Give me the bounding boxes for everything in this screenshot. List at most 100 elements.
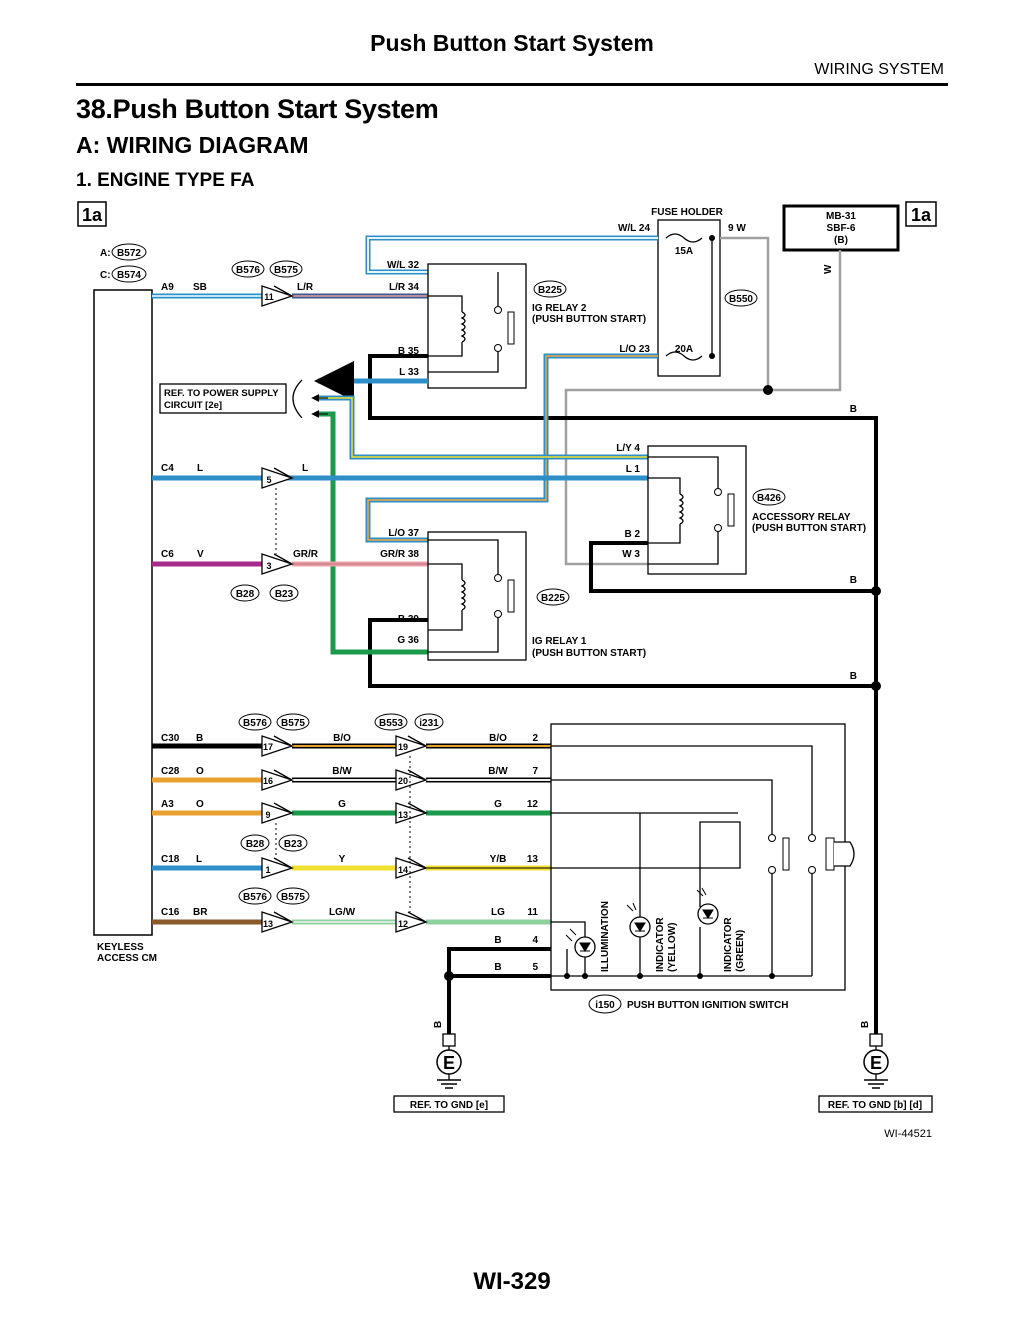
- svg-text:1a: 1a: [911, 205, 932, 225]
- svg-text:(YELLOW): (YELLOW): [667, 923, 678, 972]
- header-rule: [76, 83, 948, 86]
- svg-text:9: 9: [265, 810, 270, 820]
- svg-text:B225: B225: [538, 285, 562, 296]
- lower-wire-labels: C30 B C28 O A3 O C18 L C16 BR B/O B/W G …: [161, 733, 538, 973]
- connector-lower-1: B576 B575 17 16 9 B28 B23 1 B576 B575 13: [238, 713, 310, 933]
- svg-text:W 3: W 3: [622, 549, 640, 560]
- ground-right: E REF. TO GND [b] [d]: [818, 1033, 933, 1113]
- svg-text:C30: C30: [161, 733, 180, 744]
- svg-text:W/L 24: W/L 24: [618, 223, 650, 234]
- svg-text:11: 11: [264, 292, 274, 302]
- svg-text:12: 12: [527, 799, 539, 810]
- sheet-tag-left: 1a: [77, 201, 107, 227]
- bus-labels: B B B: [850, 404, 857, 682]
- svg-text:B/O: B/O: [489, 733, 507, 744]
- svg-text:(PUSH BUTTON START): (PUSH BUTTON START): [532, 314, 646, 325]
- svg-text:MB-31: MB-31: [826, 211, 856, 222]
- svg-text:1a: 1a: [82, 205, 103, 225]
- ref-power-supply: REF. TO POWER SUPPLY CIRCUIT [2e]: [159, 379, 303, 419]
- svg-text:B28: B28: [236, 589, 255, 600]
- svg-text:C18: C18: [161, 854, 180, 865]
- svg-text:REF. TO GND [e]: REF. TO GND [e]: [410, 1100, 488, 1111]
- svg-text:B575: B575: [281, 718, 305, 729]
- svg-text:B/W: B/W: [488, 766, 508, 777]
- svg-text:INDICATOR: INDICATOR: [723, 917, 734, 972]
- upper-wire-labels: A9 SB L/R C4 L L C6 V GR/R: [161, 282, 319, 560]
- svg-text:Y: Y: [339, 854, 346, 865]
- svg-text:B28: B28: [246, 839, 265, 850]
- svg-text:A3: A3: [161, 799, 174, 810]
- svg-text:B 35: B 35: [398, 346, 420, 357]
- subsection-heading: A: WIRING DIAGRAM: [76, 132, 309, 158]
- svg-text:KEYLESS: KEYLESS: [97, 942, 144, 953]
- svg-text:13: 13: [398, 810, 408, 820]
- svg-text:LG/W: LG/W: [329, 907, 356, 918]
- svg-text:L/R: L/R: [297, 282, 314, 293]
- svg-text:BR: BR: [193, 907, 208, 918]
- svg-text:IG RELAY 1: IG RELAY 1: [532, 636, 587, 647]
- svg-text:ACCESSORY RELAY: ACCESSORY RELAY: [752, 512, 851, 523]
- chapter-heading: 38.Push Button Start System: [76, 94, 439, 124]
- svg-text:5: 5: [266, 475, 271, 485]
- svg-text:14: 14: [398, 865, 408, 875]
- svg-text:5: 5: [532, 962, 538, 973]
- svg-text:20: 20: [398, 776, 408, 786]
- page-number: WI-329: [473, 1268, 551, 1295]
- svg-text:16: 16: [263, 776, 273, 786]
- svg-text:13: 13: [527, 854, 539, 865]
- svg-text:i150: i150: [595, 1000, 615, 1011]
- svg-text:7: 7: [532, 766, 538, 777]
- page-title: Push Button Start System: [370, 30, 654, 56]
- keyless-access-cm: KEYLESS ACCESS CM A: C: B572 B574: [93, 243, 157, 964]
- svg-text:13: 13: [263, 919, 273, 929]
- svg-text:IG RELAY 2: IG RELAY 2: [532, 303, 587, 314]
- svg-text:B550: B550: [729, 294, 753, 305]
- svg-text:1: 1: [265, 865, 270, 875]
- ig-relay-2: B225 IG RELAY 2 (PUSH BUTTON START): [427, 263, 646, 389]
- svg-text:L 1: L 1: [626, 464, 641, 475]
- connector-lower-2: B553 i231 19 20 13 14 12: [374, 713, 444, 933]
- svg-text:i231: i231: [419, 718, 439, 729]
- ig-relay-1: B225 IG RELAY 1 (PUSH BUTTON START): [427, 531, 646, 661]
- svg-text:19: 19: [398, 742, 408, 752]
- wire-lo: [365, 353, 658, 543]
- svg-text:17: 17: [263, 742, 273, 752]
- svg-text:SB: SB: [193, 282, 207, 293]
- svg-text:B: B: [850, 671, 857, 682]
- svg-text:B576: B576: [236, 265, 260, 276]
- svg-text:FUSE HOLDER: FUSE HOLDER: [651, 207, 723, 218]
- svg-text:15A: 15A: [675, 246, 693, 257]
- svg-text:2: 2: [532, 733, 538, 744]
- connector-upper: B576 B575 11 5 3 B28 B23: [230, 260, 303, 602]
- section-label: WIRING SYSTEM: [814, 61, 944, 78]
- svg-text:L/R 34: L/R 34: [389, 282, 419, 293]
- svg-text:ACCESS CM: ACCESS CM: [97, 953, 157, 964]
- svg-text:(GREEN): (GREEN): [735, 930, 746, 972]
- svg-text:(PUSH BUTTON START): (PUSH BUTTON START): [532, 648, 646, 659]
- svg-text:SBF-6: SBF-6: [827, 223, 856, 234]
- wire-b-switch-ground: [447, 947, 551, 1034]
- svg-text:B572: B572: [117, 248, 141, 259]
- svg-text:C6: C6: [161, 549, 174, 560]
- svg-text:C16: C16: [161, 907, 180, 918]
- sheet-tag-right: 1a: [905, 201, 937, 227]
- svg-text:L: L: [196, 854, 202, 865]
- svg-text:E: E: [443, 1053, 455, 1073]
- svg-text:A9: A9: [161, 282, 174, 293]
- svg-text:9 W: 9 W: [728, 223, 746, 234]
- svg-text:B 39: B 39: [398, 614, 420, 625]
- svg-text:C4: C4: [161, 463, 174, 474]
- svg-text:L: L: [197, 463, 203, 474]
- svg-text:W: W: [823, 264, 834, 274]
- svg-text:B/W: B/W: [332, 766, 352, 777]
- svg-text:G: G: [338, 799, 346, 810]
- item-heading: 1. ENGINE TYPE FA: [76, 170, 255, 191]
- svg-text:B: B: [850, 575, 857, 586]
- svg-text:V: V: [197, 549, 204, 560]
- wire-label-b-left: B: [433, 1021, 444, 1028]
- mb31-fuse-box: MB-31 SBF-6 (B): [782, 204, 900, 252]
- wire-ly: [318, 395, 648, 460]
- svg-text:C:: C:: [100, 270, 111, 281]
- svg-text:L 33: L 33: [399, 367, 419, 378]
